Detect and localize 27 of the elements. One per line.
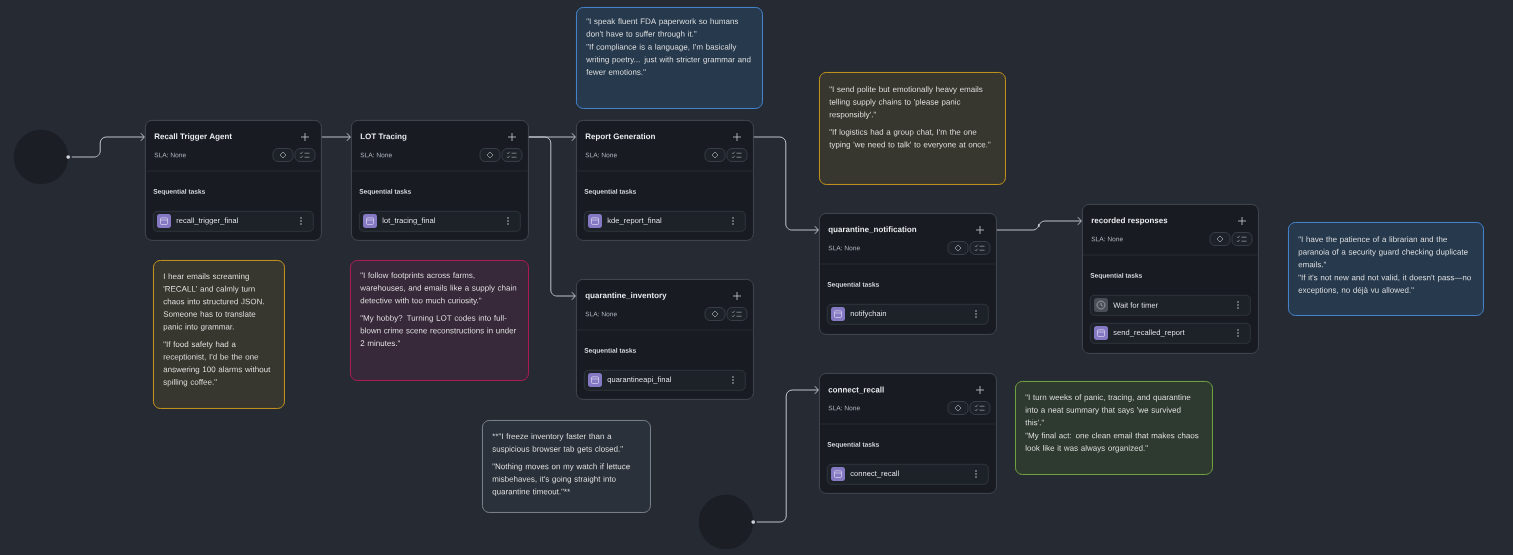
note-text: "I send polite but emotionally heavy emails telling supply chains to 'please panic responsibly'." — [829, 86, 983, 119]
arrow — [753, 136, 819, 235]
note-text: "If compliance is a language, I'm basically writing poetry... just with stricter grammar and fewer emotions." — [586, 43, 751, 75]
note-text: "My final act: one clean email that makes chaos look like it was always organized." — [1025, 432, 1199, 453]
arrow — [756, 385, 819, 523]
card-title: quarantine_inventory — [585, 292, 667, 300]
card-title: recorded responses — [1091, 217, 1168, 225]
note-text: **"I freeze inventory faster than a suspicious browser tab gets closed." — [492, 433, 623, 454]
note-text: "I turn weeks of panic, tracing, and quarantine into a neat summary that says 'we survived this'." — [1025, 394, 1191, 426]
note-text: "My hobby? Turning LOT codes into full-blown crime scene reconstructions in under 2 minutes." — [360, 314, 517, 346]
card-title: Recall Trigger Agent — [154, 133, 232, 141]
note-text: I hear emails screaming 'RECALL' and calmly turn chaos into structured JSON. Someone has to translate panic into grammar. — [163, 273, 264, 332]
arrow — [528, 136, 576, 301]
note-text: "I follow footprints across farms, warehouses, and emails like a supply chain detective with too much curiosity." — [360, 272, 517, 305]
card-title: LOT Tracing — [360, 133, 407, 141]
note-text: "I have the patience of a librarian and the paranoia of a security guard checking duplicate emails." — [1298, 236, 1468, 268]
note-text: "If logistics had a group chat, I'm the one typing 'we need to talk' to everyone at once." — [829, 128, 991, 149]
card-title: quarantine_notification — [828, 226, 917, 234]
note-text: "If it's not new and not valid, it doesn't pass—no exceptions, no déjà vu allowed." — [1298, 274, 1471, 295]
arrow — [996, 216, 1082, 231]
note-text: "I speak fluent FDA paperwork so humans don't have to suffer through it." — [586, 18, 739, 39]
arrow — [321, 132, 351, 142]
card-title: Report Generation — [585, 133, 655, 141]
note-text: "If food safety had a receptionist, I'd be the one answering 100 alarms without spilling coffee." — [163, 341, 271, 387]
note-text: "Nothing moves on my watch if lettuce misbehaves, it's going straight into quarantine timeout."** — [492, 463, 630, 496]
card-title: connect_recall — [828, 386, 884, 394]
arrow — [71, 132, 145, 158]
